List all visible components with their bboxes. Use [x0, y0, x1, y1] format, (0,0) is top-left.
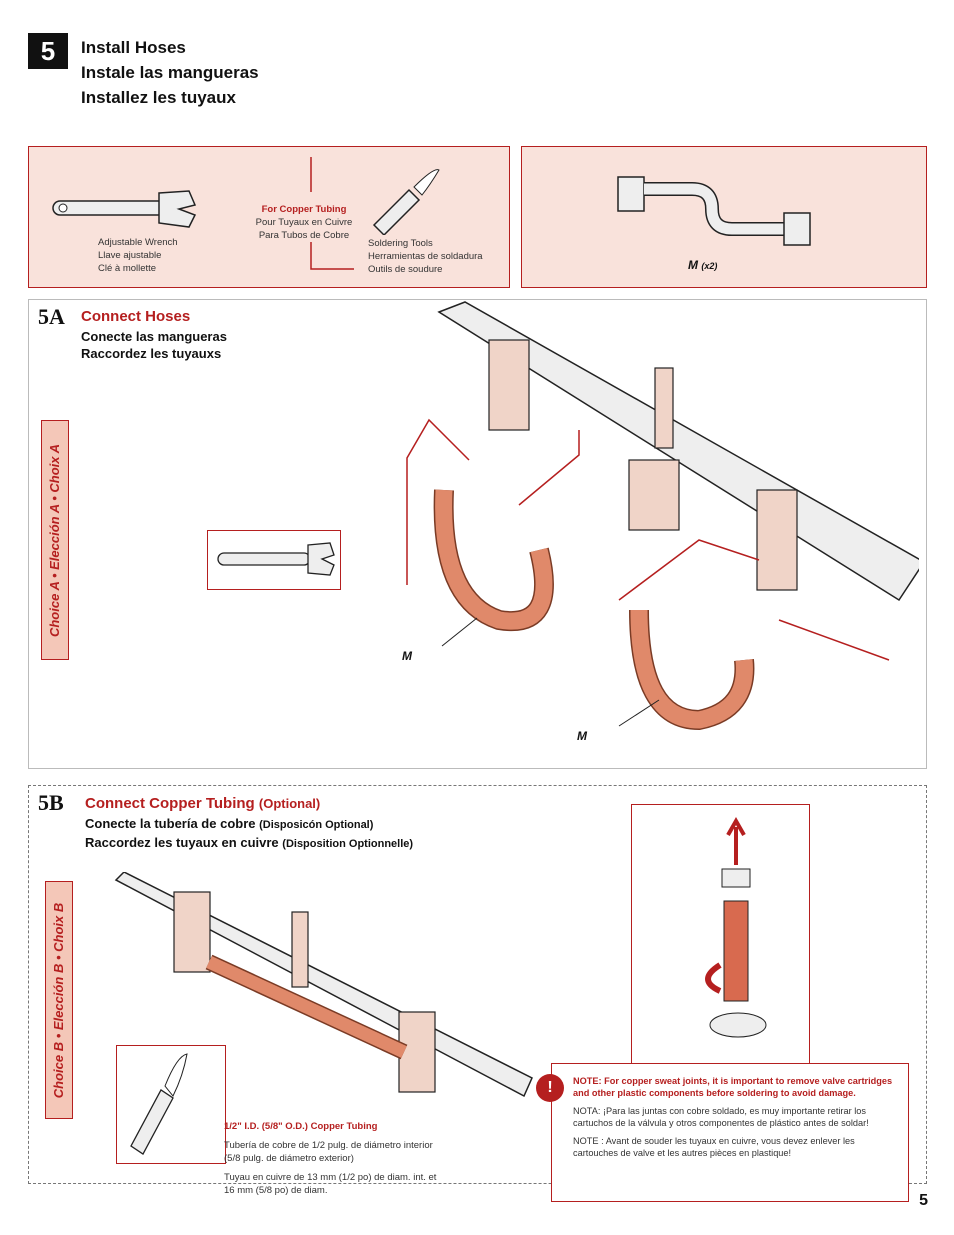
note-fr-label: NOTE :: [573, 1136, 604, 1146]
faucet-hoses-illustration: [406, 301, 919, 731]
tools-panel: Adjustable Wrench Llave ajustable Clé à …: [28, 146, 510, 288]
wrench-label-es: Llave ajustable: [98, 250, 162, 261]
section-5b-panel: 5B Connect Copper Tubing (Optional) Cone…: [28, 785, 927, 1196]
copper-note-box: ! NOTE: For copper sweat joints, it is i…: [536, 1063, 909, 1202]
copper-sub-es: Para Tubos de Cobre: [258, 230, 350, 241]
cartridge-removal-illustration: [705, 816, 767, 1038]
section-5b-sub-es: Conecte la tubería de cobre: [85, 816, 256, 831]
section-5b-title-optional: (Optional): [258, 796, 321, 811]
title-es: Instale las mangueras: [81, 63, 259, 82]
section-5a-sub-es: Conecte las mangueras: [81, 329, 227, 344]
soldering-label-es: Herramientas de soldadura: [368, 251, 483, 262]
page-number: 5: [919, 1192, 928, 1209]
section-5b-title: Connect Copper Tubing: [85, 795, 255, 812]
wrench-icon: [52, 190, 197, 228]
section-5b-sub-fr: Raccordez les tuyaux en cuivre: [85, 835, 279, 850]
torch-icon: [372, 169, 440, 235]
bracket-line: [310, 157, 354, 270]
step-number-badge: 5: [28, 33, 68, 69]
tubing-heading: 1/2" I.D. (5/8" O.D.) Copper Tubing: [224, 1121, 378, 1132]
section-5b-sub-fr-optional: (Disposition Optionnelle): [282, 838, 414, 850]
torch-icon: [130, 1053, 188, 1155]
wrench-label-en: Adjustable Wrench: [98, 237, 178, 248]
section-5b-sub-es-optional: (Disposicón Optional): [259, 819, 374, 831]
choice-b-label: Choice B • Elección B • Choix B: [51, 902, 67, 1098]
part-label: M: [688, 258, 698, 272]
title-fr: Installez les tuyaux: [81, 88, 236, 107]
torch-callout: [116, 1045, 226, 1164]
hose-label-m-1: M: [402, 649, 412, 663]
wrench-label-fr: Clé à mollette: [98, 263, 157, 274]
copper-tubing-illustration: [114, 872, 533, 1098]
wrench-callout: [207, 530, 341, 590]
warning-icon: !: [536, 1074, 564, 1102]
note-es: ¡Para las juntas con cobre soldado, es m…: [573, 1106, 869, 1128]
hose-label-m-2: M: [577, 729, 587, 743]
section-5a-number: 5A: [38, 304, 65, 329]
note-es-label: NOTA:: [573, 1106, 601, 1116]
hose-part-icon: [617, 176, 811, 246]
note-en: NOTE: For copper sweat joints, it is imp…: [573, 1076, 893, 1098]
choice-a-label: Choice A • Elección A • Choix A: [47, 443, 63, 637]
copper-heading: For Copper Tubing: [261, 204, 347, 215]
copper-sub-fr: Pour Tuyaux en Cuivre: [255, 217, 353, 228]
parts-panel: M (x2): [521, 146, 927, 288]
part-qty: (x2): [701, 261, 718, 271]
title-en: Install Hoses: [81, 38, 186, 57]
section-5a-panel: 5A Connect Hoses Conecte las mangueras R…: [28, 299, 927, 769]
choice-b-tab: Choice B • Elección B • Choix B: [45, 881, 73, 1119]
choice-a-tab: Choice A • Elección A • Choix A: [41, 420, 69, 660]
cartridge-removal-callout: [631, 804, 810, 1064]
section-5b-number: 5B: [38, 790, 64, 815]
tubing-es: Tubería de cobre de 1/2 pulg. de diámetr…: [224, 1140, 433, 1164]
wrench-icon: [217, 542, 335, 576]
soldering-label-en: Soldering Tools: [368, 238, 433, 249]
note-fr: Avant de souder les tuyaux en cuivre, vo…: [573, 1136, 855, 1158]
tubing-fr: Tuyau en cuivre de 13 mm (1/2 po) de dia…: [224, 1172, 437, 1196]
section-5a-sub-fr: Raccordez les tuyauxs: [81, 346, 222, 361]
section-5a-title: Connect Hoses: [81, 308, 191, 325]
soldering-label-fr: Outils de soudure: [368, 264, 443, 275]
